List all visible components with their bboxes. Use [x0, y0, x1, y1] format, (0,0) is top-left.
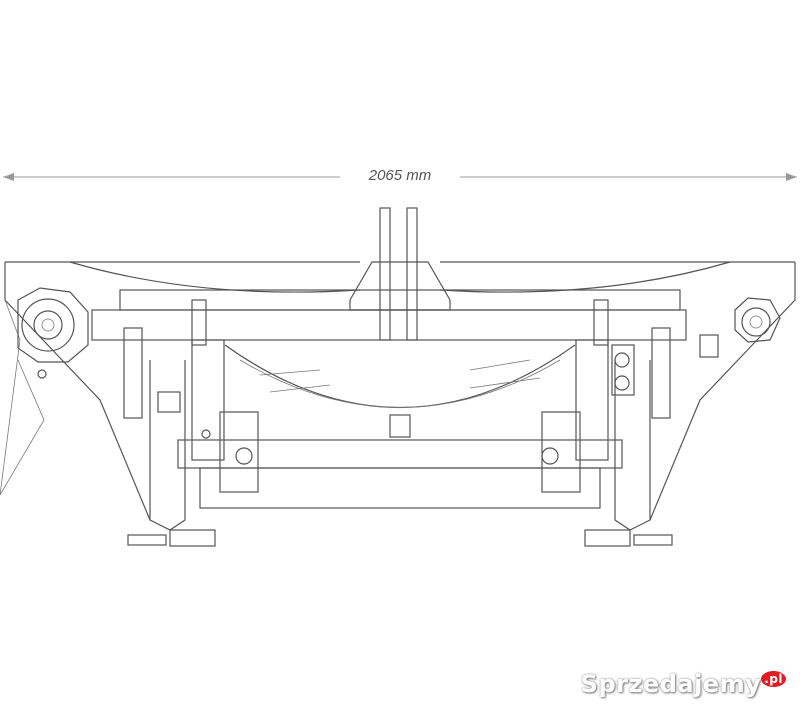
lower-beam: [177, 411, 623, 509]
left-rotor-hub: [17, 287, 89, 363]
right-rotor-hub: [734, 297, 781, 343]
width-dimension-line: [3, 173, 797, 181]
central-bowl: [224, 344, 576, 438]
outer-frame: [0, 261, 796, 521]
watermark-suffix: .pl: [761, 671, 786, 687]
frame-legs: [127, 299, 673, 547]
watermark-logo: Sprzedajemy.pl: [581, 670, 786, 698]
hitch-posts: [349, 207, 451, 341]
main-beam: [91, 289, 687, 341]
watermark-text: Sprzedajemy: [580, 670, 762, 698]
side-brackets: [37, 327, 719, 439]
width-dimension-label: 2065 mm: [340, 167, 460, 184]
